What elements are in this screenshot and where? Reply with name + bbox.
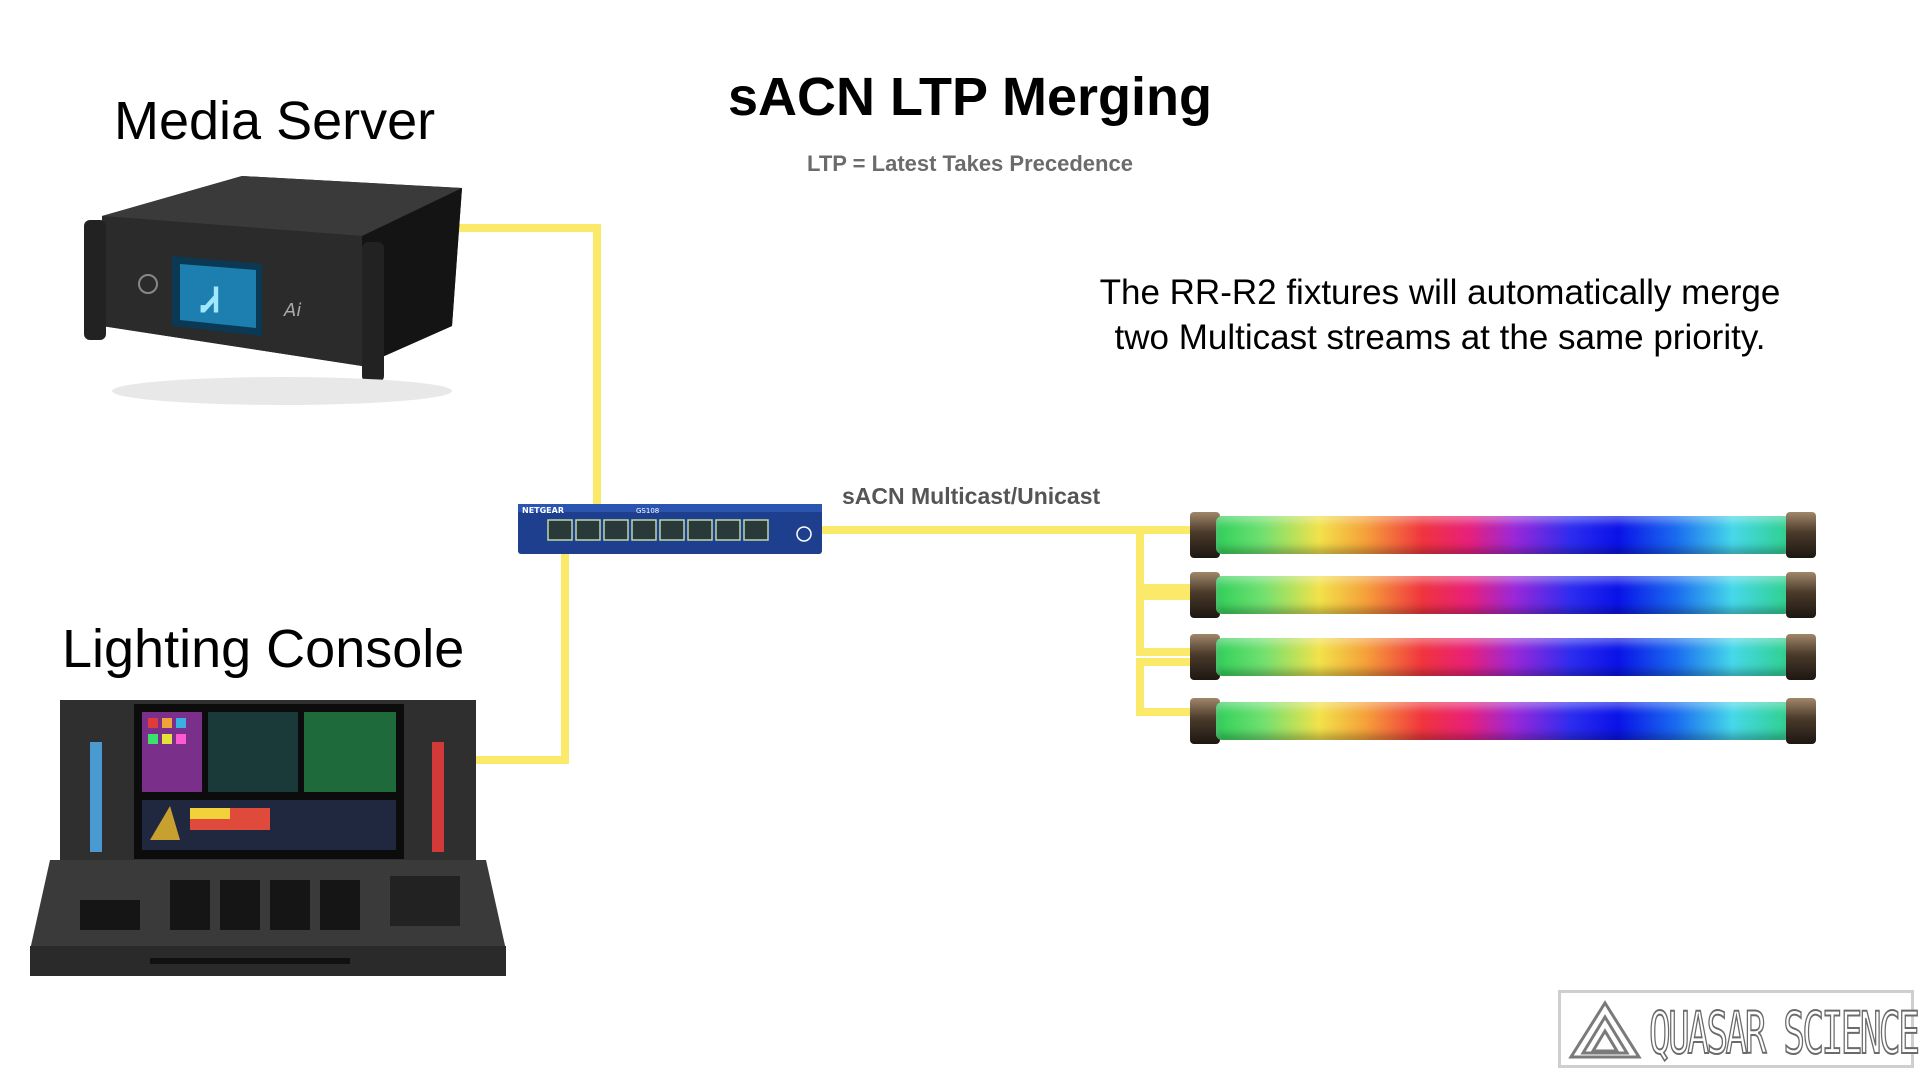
- tube-end-cap: [1190, 512, 1220, 558]
- cable-daisy-chain: [1136, 526, 1192, 716]
- tube-light: [1216, 702, 1790, 740]
- description: The RR-R2 fixtures will automatically me…: [1020, 270, 1860, 360]
- tube-end-cap: [1786, 512, 1816, 558]
- tube-light: [1216, 638, 1790, 676]
- lighting-console-image: [30, 700, 506, 976]
- switch-brand: NETGEAR: [522, 506, 564, 515]
- cable-lighting-console: [470, 530, 569, 764]
- description-line-1: The RR-R2 fixtures will automatically me…: [1099, 273, 1781, 312]
- fixture-tube: [1190, 634, 1816, 680]
- media-server-label: Media Server: [114, 91, 436, 151]
- page-title: sACN LTP Merging: [727, 67, 1213, 127]
- switch-model: GS108: [636, 507, 659, 515]
- lighting-console-label: Lighting Console: [62, 619, 465, 679]
- fixture-tube: [1190, 572, 1816, 618]
- tube-light: [1216, 576, 1790, 614]
- tube-end-cap: [1190, 572, 1220, 618]
- quasar-science-logo: QUASAR SCIENCE: [1558, 990, 1920, 1068]
- fixture-tube: [1190, 512, 1816, 558]
- page-subtitle: LTP = Latest Takes Precedence: [807, 151, 1133, 176]
- tube-end-cap: [1786, 572, 1816, 618]
- tube-end-cap: [1786, 698, 1816, 744]
- media-server-image: Ꮧ Ai: [84, 176, 462, 405]
- tube-light: [1216, 516, 1790, 554]
- triangle-logo-icon: [1568, 1000, 1642, 1059]
- network-switch: NETGEAR GS108: [518, 504, 822, 554]
- tube-end-cap: [1190, 698, 1220, 744]
- svg-text:Ai: Ai: [283, 300, 301, 321]
- description-line-2: two Multicast streams at the same priori…: [1114, 318, 1766, 357]
- svg-text:Ꮧ: Ꮧ: [200, 281, 220, 321]
- cable-media-server: [440, 224, 601, 528]
- logo-text: QUASAR SCIENCE: [1648, 998, 1920, 1068]
- tube-end-cap: [1786, 634, 1816, 680]
- network-link-label: sACN Multicast/Unicast: [842, 483, 1101, 509]
- fixture-tube: [1190, 698, 1816, 744]
- tube-end-cap: [1190, 634, 1220, 680]
